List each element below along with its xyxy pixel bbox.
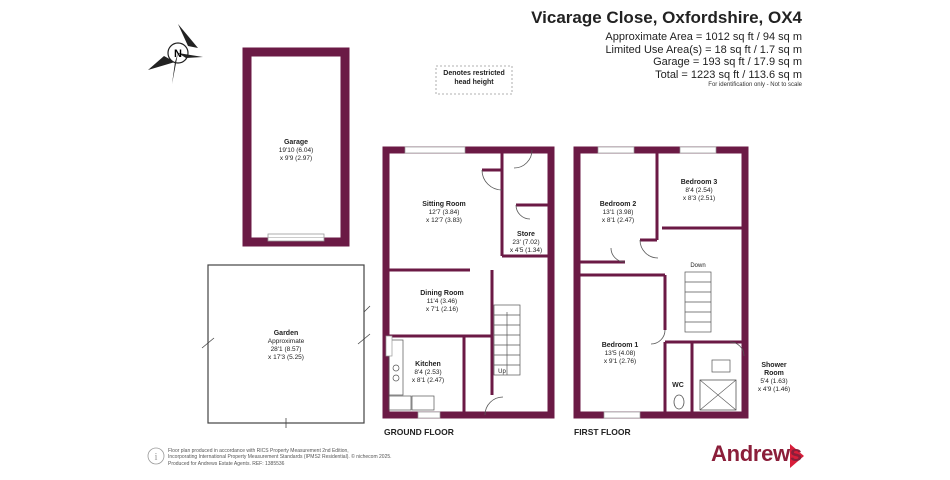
room-name: Dining Room [420, 290, 464, 297]
footer-line: Incorporating International Property Mea… [168, 454, 392, 461]
area-line: Approximate Area = 1012 sq ft / 94 sq m [605, 31, 802, 43]
room-dim: 13'5 (4.08) [604, 350, 636, 357]
room-name: Garden [273, 330, 299, 337]
room-label-garden: Garden Approximate 28'1 (8.57) x 17'3 (5… [268, 330, 305, 362]
room-label-bedroom-1: Bedroom 1 13'5 (4.08) x 9'1 (2.76) [602, 342, 639, 366]
room-label-dining-room: Dining Room 11'4 (3.46) x 7'1 (2.16) [420, 290, 464, 314]
room-label-wc: WC [672, 382, 684, 390]
room-dim: x 8'1 (2.47) [411, 377, 445, 384]
room-dim: 11'4 (3.46) [426, 298, 458, 305]
room-label-bedroom-2: Bedroom 2 13'1 (3.98) x 8'1 (2.47) [600, 201, 637, 225]
room-name: Bedroom 3 [680, 179, 718, 186]
room-dim: x 4'9 (1.46) [757, 386, 791, 393]
room-name: Sitting Room [422, 201, 466, 208]
first-floor-plan [573, 146, 749, 419]
ground-floor-plan [382, 146, 555, 419]
footer-disclaimer: Floor plan produced in accordance with R… [168, 448, 392, 467]
room-label-bedroom-3: Bedroom 3 8'4 (2.54) x 8'3 (2.51) [681, 179, 718, 203]
room-dim: x 8'1 (2.47) [601, 217, 635, 224]
room-dim: 5'4 (1.63) [760, 378, 788, 385]
area-line: Limited Use Area(s) = 18 sq ft / 1.7 sq … [605, 43, 802, 56]
room-dim: 28'1 (8.57) [270, 346, 302, 353]
room-dim: 12'7 (3.84) [428, 209, 460, 216]
room-dim: 23' (7.02) [512, 239, 540, 246]
room-name: Kitchen [415, 361, 441, 368]
restricted-line: head height [454, 79, 494, 86]
room-label-kitchen: Kitchen 8'4 (2.53) x 8'1 (2.47) [412, 361, 444, 385]
restricted-line: Denotes restricted [443, 70, 505, 77]
room-dim: 19'10 (6.04) [278, 147, 314, 154]
room-label-sitting-room: Sitting Room 12'7 (3.84) x 12'7 (3.83) [422, 201, 466, 225]
room-dim: x 9'9 (2.97) [279, 155, 313, 162]
footer-line: Produced for Andrews Estate Agents. REF:… [168, 460, 285, 467]
ground-floor-label: GROUND FLOOR [384, 427, 454, 437]
brand-logo: Andrews [711, 441, 802, 466]
room-dim: x 17'3 (5.25) [268, 354, 304, 361]
room-name: Garage [283, 139, 309, 146]
restricted-height-key [435, 65, 513, 95]
room-dim: Approximate [267, 338, 305, 345]
room-name: Room [764, 370, 784, 377]
room-dim: x 9'1 (2.76) [603, 358, 637, 365]
svg-text:i: i [155, 452, 158, 463]
room-dim: x 8'3 (2.51) [682, 195, 716, 202]
restricted-height-label: Denotes restricted head height [436, 66, 512, 94]
room-name: Bedroom 1 [601, 342, 639, 349]
svg-text:N: N [174, 48, 182, 60]
area-line: Garage = 193 sq ft / 17.9 sq m [653, 56, 802, 69]
first-floor-label: FIRST FLOOR [574, 427, 631, 437]
room-label-store: Store 23' (7.02) x 4'5 (1.34) [510, 231, 542, 255]
property-title: Vicarage Close, Oxfordshire, OX4 [531, 8, 802, 27]
garage-plan [242, 47, 350, 247]
stairs-down-label: Down [690, 263, 706, 269]
room-dim: x 4'5 (1.34) [509, 247, 543, 254]
area-line: Total = 1223 sq ft / 113.6 sq m [655, 68, 802, 81]
stairs-up-label: Up [498, 369, 506, 375]
room-dim: 13'1 (3.98) [602, 209, 634, 216]
info-icon: i [147, 447, 165, 465]
room-dim: x 12'7 (3.83) [426, 217, 462, 224]
room-dim: 8'4 (2.53) [414, 369, 442, 376]
footer-line: Floor plan produced in accordance with R… [168, 448, 349, 454]
room-name: Store [517, 231, 535, 238]
room-label-garage: Garage 19'10 (6.04) x 9'9 (2.97) [279, 139, 314, 163]
room-name: Shower [761, 362, 787, 369]
room-name: WC [672, 382, 684, 389]
room-dim: x 7'1 (2.16) [425, 306, 459, 313]
brand-flag-icon [790, 444, 804, 468]
area-summary: Approximate Area = 1012 sq ft / 94 sq m … [605, 31, 802, 81]
room-name: Bedroom 2 [599, 201, 637, 208]
room-label-shower-room: Shower Room 5'4 (1.63) x 4'9 (1.46) [758, 362, 790, 394]
compass-icon: N [148, 24, 203, 84]
room-dim: 8'4 (2.54) [685, 187, 713, 194]
scale-note: For identification only - Not to scale [708, 82, 802, 88]
garden-plan [201, 264, 371, 428]
